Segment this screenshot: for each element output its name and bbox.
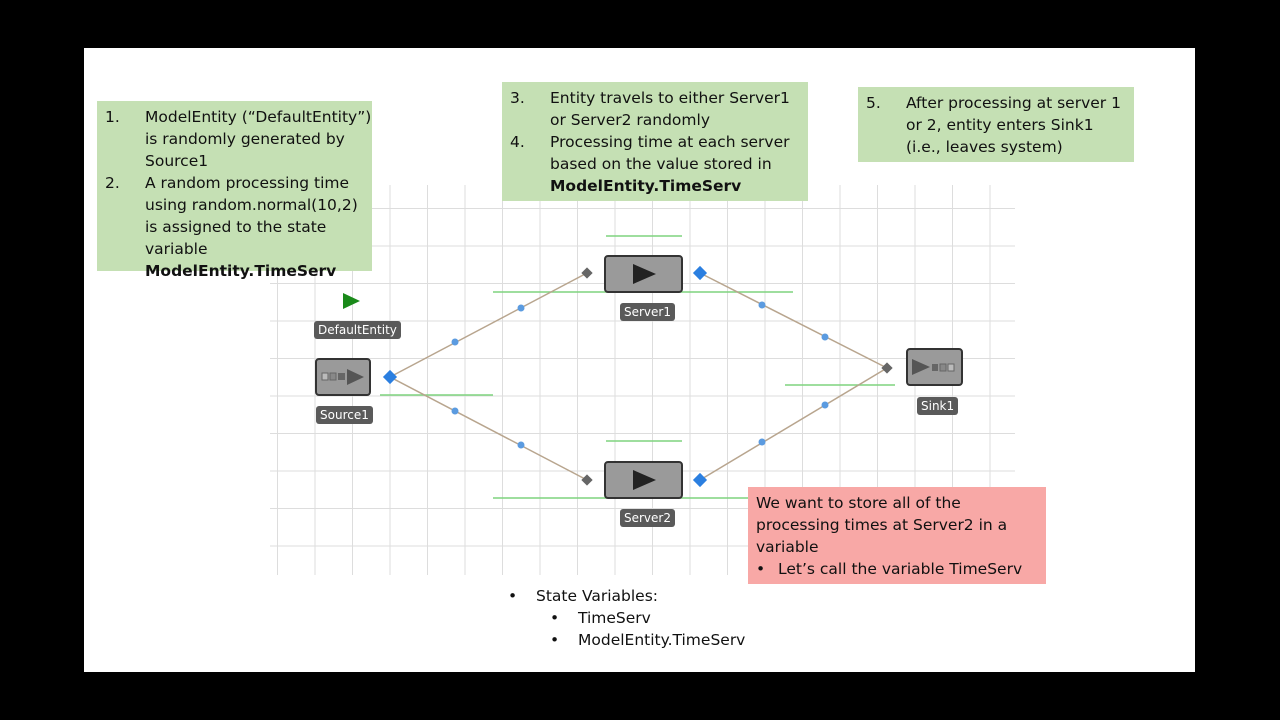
item-text: A random processing time using random.no…	[145, 172, 372, 282]
source1-label: Source1	[316, 406, 373, 424]
item-number: 3.	[510, 89, 525, 107]
sink-input-node[interactable]	[881, 362, 893, 374]
list-item: 5. After processing at server 1 or 2, ent…	[858, 92, 1134, 158]
note-steps-1-2: 1. ModelEntity (“DefaultEntity”) is rando…	[97, 101, 372, 280]
path-arrow-icon	[517, 441, 525, 449]
path-source-server2[interactable]	[389, 376, 588, 481]
item-text: ModelEntity (“DefaultEntity”) is randoml…	[145, 108, 372, 170]
path-source-server1[interactable]	[389, 272, 588, 378]
bullet-icon: •	[756, 560, 766, 578]
item-text-bold: ModelEntity.TimeServ	[145, 262, 337, 280]
state-variables-list: • State Variables: • TimeServ • ModelEntity…	[508, 585, 745, 651]
path-arrow-icon	[517, 304, 525, 312]
server1-input-node[interactable]	[581, 267, 593, 279]
list-item: • TimeServ	[508, 607, 745, 629]
bullet-icon: •	[550, 609, 560, 627]
item-text: Entity travels to either Server1 or Serv…	[550, 89, 790, 129]
list-item: • ModelEntity.TimeServ	[508, 629, 745, 651]
path-arrow-icon	[758, 301, 766, 309]
list-item: 1. ModelEntity (“DefaultEntity”) is rando…	[97, 106, 372, 172]
item-text-plain: Processing time at each server based on …	[550, 133, 790, 173]
path-arrow-icon	[451, 338, 459, 346]
server1-output-node[interactable]	[692, 265, 708, 281]
callout-text: We want to store all of the processing t…	[756, 494, 1008, 556]
list-item: 4. Processing time at each server based o…	[502, 131, 808, 197]
item-text: Processing time at each server based on …	[550, 131, 808, 197]
server2-output-node[interactable]	[692, 472, 708, 488]
bullet-icon: •	[550, 631, 560, 649]
list-item: 3. Entity travels to either Server1 or Se…	[502, 87, 808, 131]
state-vars-title: State Variables:	[536, 587, 659, 605]
item-text-plain: A random processing time using random.no…	[145, 174, 358, 258]
state-var-name: TimeServ	[578, 609, 651, 627]
list-item: 2. A random processing time using random.…	[97, 172, 372, 282]
item-number: 5.	[866, 94, 881, 112]
server2-label: Server2	[620, 509, 675, 527]
note-steps-3-4: 3. Entity travels to either Server1 or Se…	[502, 82, 808, 201]
source-arrow-icon	[347, 369, 364, 385]
path-arrow-icon	[758, 438, 766, 446]
bullet-icon: •	[508, 587, 518, 605]
item-number: 4.	[510, 133, 525, 151]
state-var-name: ModelEntity.TimeServ	[578, 631, 746, 649]
server1-label: Server1	[620, 303, 675, 321]
play-icon	[633, 264, 656, 284]
item-text: After processing at server 1 or 2, entit…	[906, 94, 1121, 156]
list-item: • State Variables:	[508, 585, 745, 607]
source-output-node[interactable]	[382, 369, 398, 385]
path-server1-sink[interactable]	[699, 272, 888, 369]
path-server2-sink[interactable]	[699, 367, 888, 481]
note-step-5: 5. After processing at server 1 or 2, ent…	[858, 87, 1134, 162]
entity-triangle-icon[interactable]	[343, 293, 360, 309]
play-icon	[633, 470, 656, 490]
item-number: 2.	[105, 174, 120, 192]
path-arrow-icon	[821, 401, 829, 409]
path-arrow-icon	[451, 407, 459, 415]
callout-bullet: • Let’s call the variable TimeServ	[756, 558, 1046, 580]
callout-note: We want to store all of the processing t…	[748, 487, 1046, 584]
item-text-bold: ModelEntity.TimeServ	[550, 177, 742, 195]
default-entity-label: DefaultEntity	[314, 321, 401, 339]
sink1-label: Sink1	[917, 397, 959, 415]
path-arrow-icon	[821, 333, 829, 341]
callout-bullet-text: Let’s call the variable TimeServ	[778, 560, 1023, 578]
item-number: 1.	[105, 108, 120, 126]
server2-input-node[interactable]	[581, 474, 593, 486]
sink-arrow-icon	[912, 359, 930, 375]
